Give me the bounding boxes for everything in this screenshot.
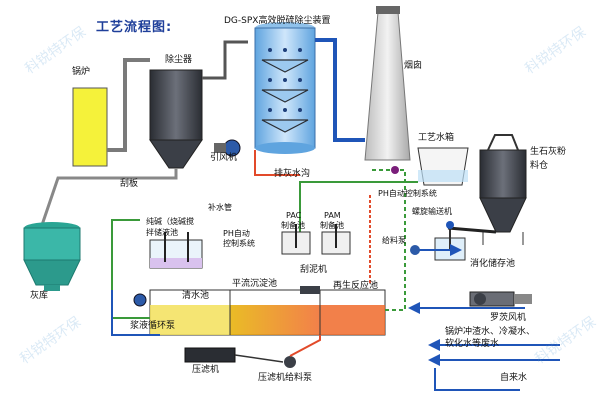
slurry-pump-label: 浆液循环泵 [130,321,176,331]
alkali-tank-label-2: 拌储液池 [146,228,178,237]
slurry-return-line [111,290,160,336]
process-tank-label: 工艺水箱 [418,133,455,143]
boiler-label: 锅炉 [72,67,91,77]
chimney-shape [364,11,411,161]
clear-tank-label: 清水池 [182,291,210,301]
ph-control-left-label-2: 控制系统 [223,239,255,248]
screw-conveyor-label: 螺旋输送机 [412,207,452,216]
feed-pump-icon [410,245,420,255]
refill-pipe-label: 补水管 [208,203,232,212]
scraper-label: 刮板 [120,179,139,189]
dust-collector-label: 除尘器 [165,55,193,65]
waste-water-label-2: 软化水等废水 [445,339,500,349]
induced-fan-label: 引风机 [210,153,238,163]
regen-tank-label: 再生反应池 [333,281,379,291]
pam-label: PAM [324,211,341,220]
slurry-pump-icon [133,293,147,307]
dust-collector-shape [149,69,203,141]
drain-pump-icon [391,166,399,174]
slaked-tank-label: 消化储存池 [470,259,516,269]
scraper-machine-label: 刮泥机 [300,265,328,275]
ph-control-left-label: PH自动 [223,229,250,238]
pac-label-2: 制备池 [281,221,305,230]
filter-feed-pump-label: 压滤机给料泵 [258,373,313,383]
feed-pump-label: 给料泵 [382,236,406,245]
roots-fan-label: 罗茨风机 [490,313,527,323]
ph-control-top-label: PH自动控制系统 [378,189,437,198]
diagram-subtitle: DG-SPX高效脱硫除尘装置 [224,16,331,26]
ash-store-label: 灰库 [30,291,49,301]
flue-pipe [107,58,150,152]
filter-press-shape [184,347,236,363]
chimney-label: 烟囱 [404,61,423,71]
filter-press-label: 压滤机 [192,365,220,375]
pam-label-2: 制备池 [320,221,344,230]
ash-store-shape [23,227,81,261]
scraper-line [40,168,178,226]
drain-ditch-label: 排灰水沟 [274,169,311,179]
waste-water-label: 锅炉冲渣水、冷凝水、 [445,327,536,337]
alkali-tank-label: 纯碱（烧碱搅 [146,217,194,226]
filter-feed-pump-icon [284,356,296,368]
flow-tank-label: 平流沉淀池 [232,279,278,289]
tap-water-label: 自来水 [500,373,528,383]
boiler-shape [72,87,108,167]
roots-fan-icon [469,291,532,307]
lime-silo-label: 生石灰粉 [530,147,567,157]
lime-silo-label-2: 料仓 [530,161,549,171]
pac-label: PAC [286,211,302,220]
diagram-title: 工艺流程图: [96,20,173,35]
lime-silo-shape [479,149,527,199]
screw-conveyor-shape [447,226,497,234]
